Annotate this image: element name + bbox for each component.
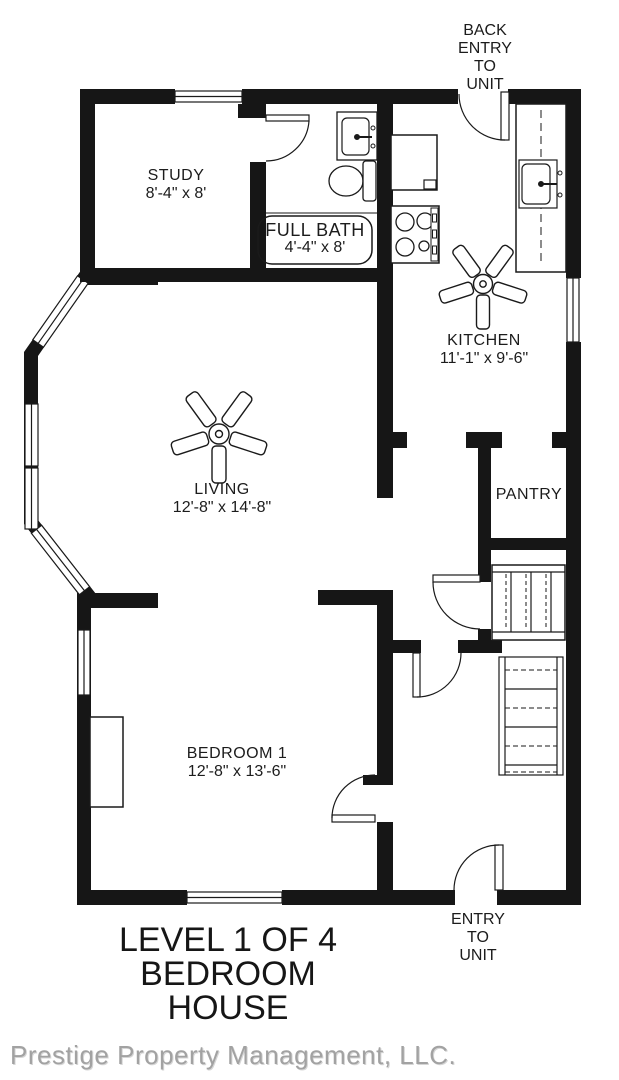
plan-title-line: LEVEL 1 OF 4 (119, 921, 337, 959)
window-bay-left-upper (24, 403, 39, 467)
door-front-entry (453, 844, 504, 891)
plan-title-line: BEDROOM (140, 955, 316, 993)
doors (265, 91, 510, 891)
ceiling-fan-kitchen (438, 244, 528, 330)
room-label-full-bath: FULL BATH 4'-4" x 8' (265, 220, 365, 256)
stairs-lower (498, 656, 564, 776)
window-bay-angled-top (31, 274, 90, 349)
stairs-upper (491, 564, 566, 641)
kitchen-fixtures (390, 103, 567, 273)
plan-title: LEVEL 1 OF 4 BEDROOM HOUSE (119, 923, 337, 1025)
interior-walls (80, 104, 566, 890)
entry-label: ENTRY TO UNIT (451, 911, 505, 964)
bath-sink (336, 111, 378, 161)
exterior-walls (77, 89, 581, 905)
bathtub-label-box (257, 215, 373, 265)
kitchen-counter (515, 103, 567, 273)
stove (390, 205, 440, 264)
bedroom-closet (89, 716, 124, 808)
window-bay-left-lower (24, 467, 39, 530)
window-kitchen-right (566, 277, 580, 343)
plan-title-line: HOUSE (167, 989, 289, 1027)
room-label-study: STUDY 8'-4" x 8' (145, 167, 207, 202)
door-study-bath (265, 114, 310, 162)
windows (24, 90, 580, 904)
door-pantry-hall (432, 574, 481, 630)
bath-fixtures (257, 111, 378, 265)
window-bay-angled-bottom (30, 524, 91, 596)
room-label-pantry: PANTRY (495, 486, 563, 503)
toilet (328, 160, 377, 202)
ceiling-fan-living (170, 391, 268, 484)
window-bedroom-bottom (186, 891, 283, 904)
window-bedroom-left (77, 629, 91, 696)
room-label-kitchen: KITCHEN 11'-1" x 9'-6" (439, 332, 529, 367)
window-study-top (174, 90, 243, 103)
door-back-entry (458, 91, 510, 141)
back-entry-label: BACK ENTRY TO UNIT (458, 22, 512, 93)
footer-credit: Prestige Property Management, LLC. (10, 1040, 457, 1070)
refrigerator (390, 134, 438, 191)
bay-window-wall (24, 266, 96, 601)
door-kitchen-hall (412, 652, 462, 698)
door-bedroom (331, 774, 376, 823)
room-label-living: LIVING 12'-8" x 14'-8" (172, 481, 272, 516)
kitchen-sink (518, 159, 563, 209)
room-label-bedroom-1: BEDROOM 1 12'-8" x 13'-6" (186, 745, 288, 780)
